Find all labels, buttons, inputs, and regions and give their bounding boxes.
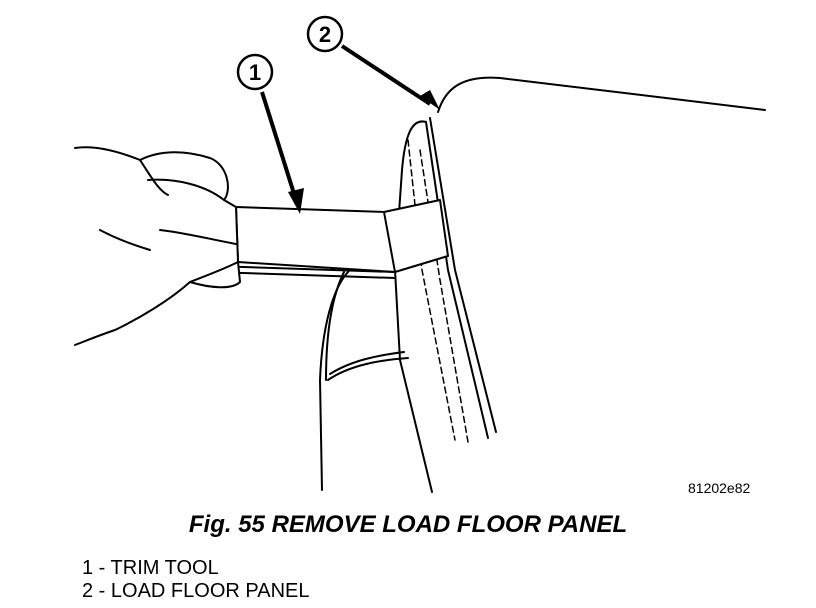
panel-dashed-1 xyxy=(419,149,469,443)
legend-separator: - xyxy=(93,557,111,579)
figure-caption: Fig. 55 REMOVE LOAD FLOOR PANEL xyxy=(188,511,628,538)
panel-top-edge xyxy=(437,76,766,113)
hand-thumb xyxy=(189,261,239,283)
callout-2-circle xyxy=(306,15,344,53)
panel-edge-line-inner xyxy=(425,121,489,439)
callout-1-arrowhead xyxy=(288,188,304,214)
panel-face xyxy=(394,120,433,493)
callout-1-circle xyxy=(236,53,274,91)
trim-panel-line-2 xyxy=(329,351,405,375)
hand-finger-1 xyxy=(139,159,169,196)
legend-number: 2 xyxy=(82,580,94,602)
trim-panel-curve-inner xyxy=(325,271,345,381)
legend-item-load-floor-panel: 2 - LOAD FLOOR PANEL xyxy=(82,580,309,603)
callout-2-label: 2 xyxy=(319,22,331,47)
callout-2-arrowhead xyxy=(420,90,440,110)
trim-panel-curve xyxy=(319,267,353,491)
legend-label: TRIM TOOL xyxy=(110,557,219,579)
hand-outline xyxy=(74,146,241,346)
trim-tool-body xyxy=(235,199,449,273)
callout-1-leader xyxy=(260,91,298,201)
trim-tool-illustration: 1 2 xyxy=(74,15,766,493)
callout-1: 1 xyxy=(236,53,304,214)
callout-2-leader xyxy=(340,44,432,106)
hand-detail xyxy=(99,229,151,251)
legend-label: LOAD FLOOR PANEL xyxy=(110,580,310,602)
legend-item-trim-tool: 1 - TRIM TOOL xyxy=(82,557,219,580)
legend-separator: - xyxy=(93,580,111,602)
panel-dashed-2 xyxy=(407,139,456,441)
callout-2: 2 xyxy=(306,15,440,110)
trim-tool-crease xyxy=(383,211,396,273)
figure-code: 81202e82 xyxy=(688,480,751,496)
legend-number: 1 xyxy=(82,557,94,579)
panel-edge-line xyxy=(429,117,497,433)
hand-finger-2 xyxy=(147,178,225,201)
callout-1-label: 1 xyxy=(249,60,261,85)
hand-knuckle xyxy=(159,229,237,245)
trim-panel-line xyxy=(327,357,409,381)
